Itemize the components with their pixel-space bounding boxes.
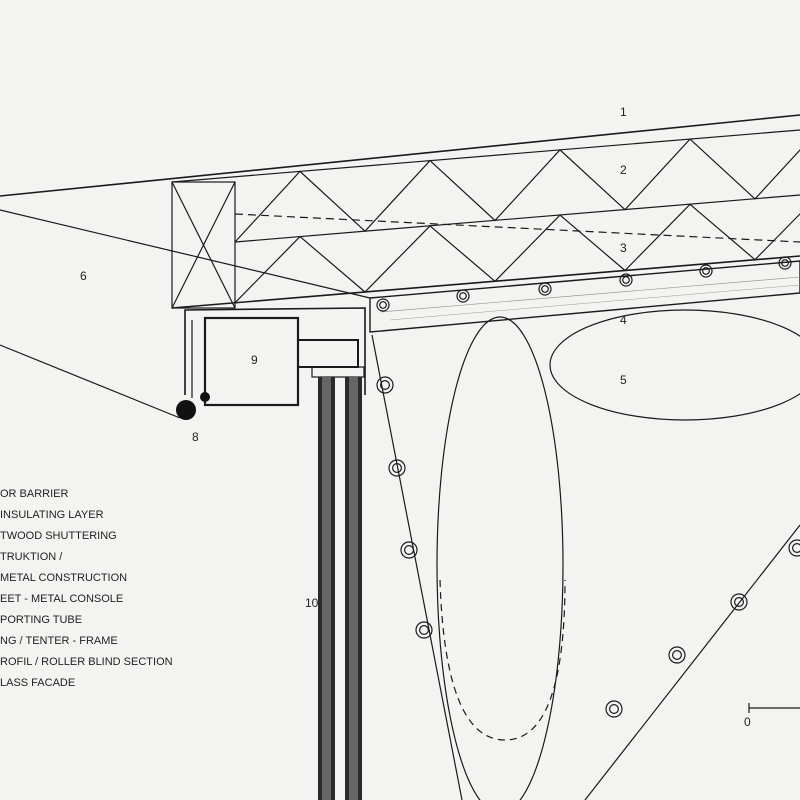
tube-ring-icon	[388, 459, 406, 477]
tube-ring-icon	[730, 593, 748, 611]
wood-shuttering-beam	[369, 260, 800, 333]
tube-ring-icon	[792, 543, 800, 553]
callout-2: 2	[620, 163, 627, 177]
bolt-icon	[781, 259, 789, 267]
tube-ring-icon	[419, 624, 430, 635]
insulation-zigzag-lower	[234, 203, 800, 304]
tube-ring-icon	[376, 376, 394, 394]
callout-8: 8	[192, 430, 199, 444]
bolt-icon	[538, 282, 552, 296]
wood-grain	[389, 284, 800, 321]
scale-zero: 0	[744, 715, 751, 729]
tube-ring-icon	[415, 621, 433, 639]
callout-5: 5	[620, 373, 627, 387]
callout-4: 4	[620, 313, 627, 327]
bolt-icon	[778, 256, 792, 270]
tube-ring-icon	[608, 703, 619, 714]
small-gasket	[200, 392, 210, 402]
bolt-icon	[379, 301, 387, 309]
callout-6: 6	[80, 269, 87, 283]
edge-timber-cross	[171, 181, 236, 309]
tube-ring-icon	[400, 541, 418, 559]
insulation-zigzag-upper	[234, 138, 800, 243]
legend-item: METAL CONSTRUCTION	[0, 572, 127, 584]
dashed-inner-curve	[439, 579, 566, 741]
gutter-slope-line	[0, 209, 371, 299]
bolt-icon	[702, 267, 710, 275]
bolt-icon	[459, 292, 467, 300]
legend-item: PORTING TUBE	[0, 614, 82, 626]
beam-bolts	[376, 256, 792, 312]
callout-3: 3	[620, 241, 627, 255]
tube-ring-icon	[788, 539, 800, 557]
callout-1: 1	[620, 105, 627, 119]
element-5-ellipse	[549, 309, 800, 421]
bolt-icon	[541, 285, 549, 293]
tube-ring-icon	[404, 544, 415, 555]
glass-clamp	[311, 366, 365, 378]
callout-9: 9	[251, 353, 258, 367]
legend: OR BARRIER INSULATING LAYER TWOOD SHUTTE…	[0, 488, 173, 689]
insulation-bottom-line	[171, 255, 800, 309]
tall-ellipse	[436, 316, 564, 800]
legend-item: LASS FACADE	[0, 677, 75, 689]
bolt-icon	[456, 289, 470, 303]
legend-item: INSULATING LAYER	[0, 509, 104, 521]
bolt-icon	[699, 264, 713, 278]
legend-item: OR BARRIER	[0, 488, 69, 500]
edge-timber	[171, 181, 236, 309]
bolt-icon	[622, 276, 630, 284]
insulation-mid-line	[234, 194, 800, 243]
legend-item: NG / TENTER - FRAME	[0, 635, 118, 647]
roof-membrane-line	[0, 114, 800, 197]
tube-ring-icon	[671, 649, 682, 660]
bolt-icon	[376, 298, 390, 312]
legend-item: TWOOD SHUTTERING	[0, 530, 117, 542]
vapor-barrier-dashed	[234, 213, 800, 243]
legend-item: TRUKTION /	[0, 551, 63, 563]
tube-ring-icon	[392, 463, 403, 474]
sheet-metal-console	[184, 307, 366, 395]
tenter-frame	[297, 339, 359, 368]
callout-10: 10	[305, 596, 319, 610]
insulation-top-line	[171, 129, 800, 183]
gutter-tube-8	[176, 400, 196, 420]
wood-grain	[379, 276, 800, 313]
tube-ring-icon	[668, 646, 686, 664]
glass-facade	[318, 377, 362, 800]
legend-item: ROFIL / ROLLER BLIND SECTION	[0, 656, 173, 668]
tube-frame-left	[371, 334, 463, 800]
tube-ring-icon	[733, 596, 744, 607]
frame-bolts	[376, 376, 800, 718]
legend-item: EET - METAL CONSOLE	[0, 593, 123, 605]
roller-blind-line	[0, 344, 181, 419]
insulation-zigzag	[234, 138, 800, 304]
tube-ring-icon	[380, 380, 391, 391]
tube-frame-right	[584, 524, 800, 800]
callouts: 1 2 3 4 5 6 8 9 10 0	[80, 105, 751, 729]
tube-ring-icon	[605, 700, 623, 718]
bolt-icon	[619, 273, 633, 287]
